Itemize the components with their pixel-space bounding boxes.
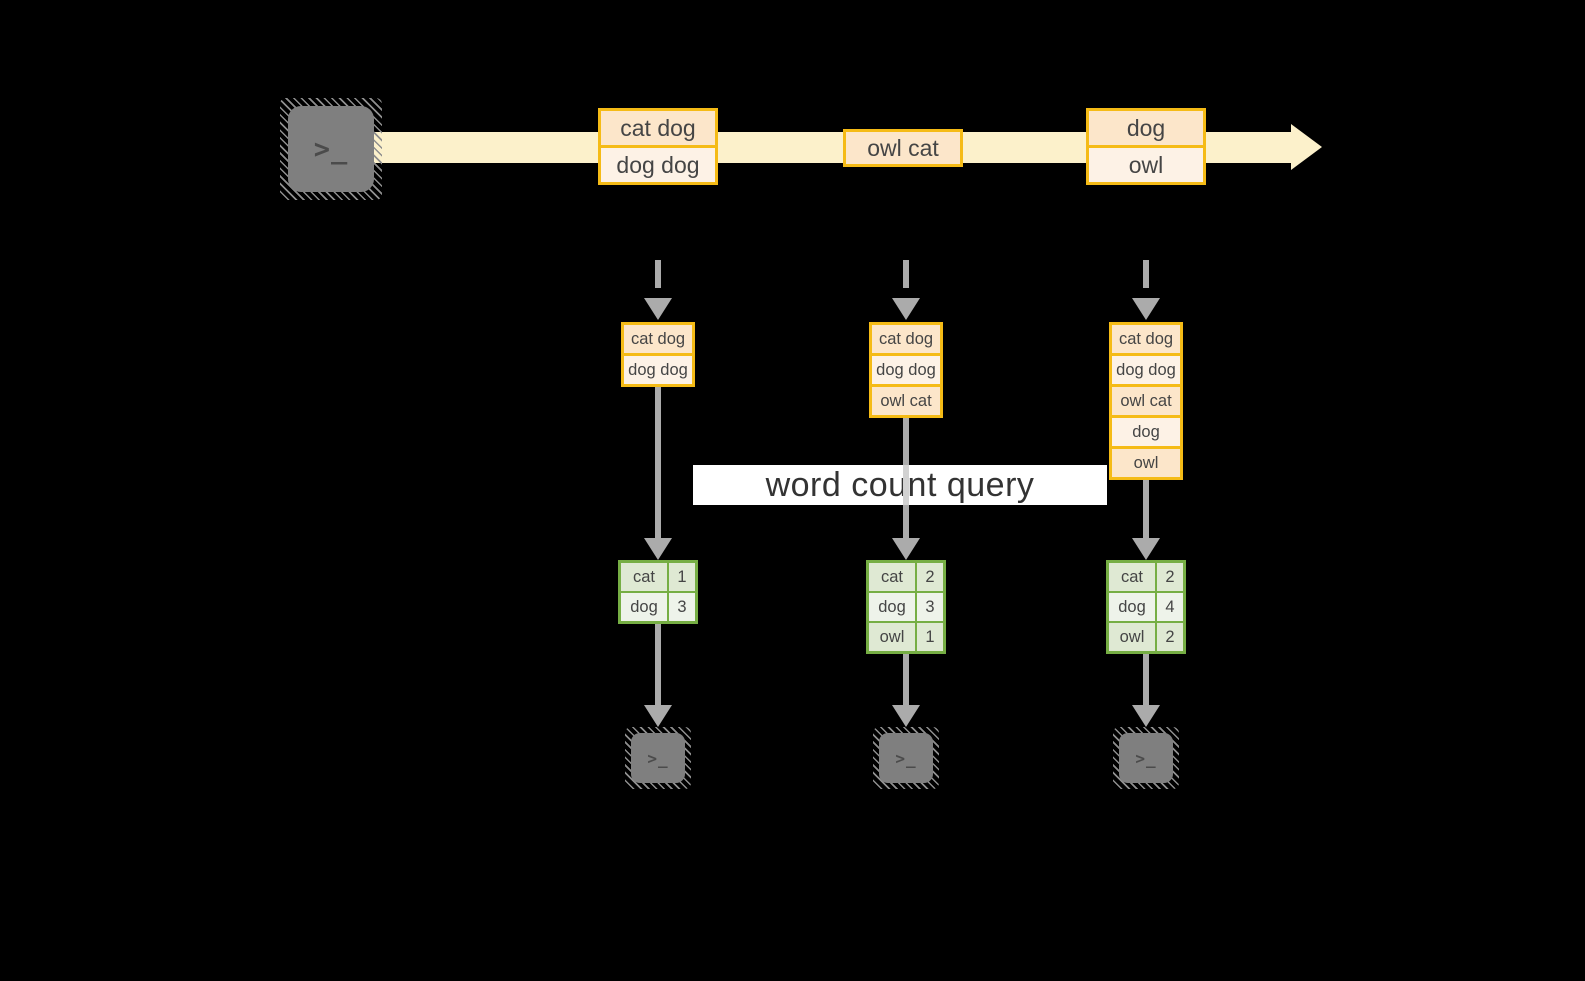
query-arrow-1 [644,387,672,560]
result-count: 1 [669,563,695,591]
arrowhead-icon [1132,538,1160,560]
result-count: 3 [669,593,695,621]
trigger-arrow-dashed-1 [644,260,672,320]
arrowhead-icon [1132,298,1160,320]
result-table-1: cat 1 dog 3 [618,560,698,624]
arrow-shaft [1143,480,1149,544]
result-word: cat [621,563,667,591]
query-arrow-3 [1132,480,1160,560]
result-word: cat [1109,563,1155,591]
stream-batch-3: dog owl [1086,108,1206,185]
result-table-3: cat 2 dog 4 owl 2 [1106,560,1186,654]
result-word: dog [869,593,915,621]
sink-arrow-3 [1132,654,1160,727]
terminal-screen: >_ [288,106,374,192]
terminal-screen: >_ [631,733,685,783]
terminal-prompt-icon: >_ [895,748,917,768]
arrowhead-icon [644,538,672,560]
sink-arrow-2 [892,654,920,727]
result-count: 2 [1157,623,1183,651]
result-count: 4 [1157,593,1183,621]
terminal-prompt-icon: >_ [1135,748,1157,768]
input-line: dog [1112,418,1180,446]
result-count: 2 [917,563,943,591]
input-table-1: cat dog dog dog [621,322,695,387]
arrowhead-icon [892,705,920,727]
terminal-screen: >_ [879,733,933,783]
result-count: 2 [1157,563,1183,591]
terminal-screen: >_ [1119,733,1173,783]
input-line: owl cat [872,387,940,415]
arrow-shaft [655,624,661,711]
input-line: owl [1112,449,1180,477]
result-count: 3 [917,593,943,621]
arrow-shaft [1143,654,1149,711]
sink-arrow-1 [644,624,672,727]
source-terminal-icon: >_ [280,98,382,200]
stream-batch-1: cat dog dog dog [598,108,718,185]
arrow-shaft [1143,260,1149,288]
query-label-band: word count query [693,465,1107,505]
stream-line: owl [1089,148,1203,182]
arrow-shaft [655,260,661,288]
result-word: owl [1109,623,1155,651]
arrow-shaft [903,260,909,288]
arrow-through-band [903,465,909,505]
sink-terminal-icon-1: >_ [625,727,691,789]
arrowhead-icon [644,705,672,727]
stream-line: cat dog [601,111,715,145]
result-table-2: cat 2 dog 3 owl 1 [866,560,946,654]
arrow-shaft [655,387,661,544]
trigger-arrow-dashed-3 [1132,260,1160,320]
result-count: 1 [917,623,943,651]
input-line: owl cat [1112,387,1180,415]
stream-line: dog [1089,111,1203,145]
input-line: cat dog [872,325,940,353]
result-word: dog [621,593,667,621]
arrowhead-icon [1132,705,1160,727]
terminal-prompt-icon: >_ [313,133,349,165]
result-word: cat [869,563,915,591]
stream-line: dog dog [601,148,715,182]
input-line: cat dog [1112,325,1180,353]
input-line: dog dog [624,356,692,384]
input-line: dog dog [1112,356,1180,384]
trigger-arrow-dashed-2 [892,260,920,320]
arrowhead-icon [892,298,920,320]
input-table-2: cat dog dog dog owl cat [869,322,943,418]
sink-terminal-icon-3: >_ [1113,727,1179,789]
sink-terminal-icon-2: >_ [873,727,939,789]
input-line: cat dog [624,325,692,353]
terminal-prompt-icon: >_ [647,748,669,768]
query-label: word count query [765,465,1035,504]
arrowhead-icon [892,538,920,560]
result-word: dog [1109,593,1155,621]
stream-line: owl cat [846,132,960,164]
result-word: owl [869,623,915,651]
arrow-shaft [903,654,909,711]
arrowhead-icon [644,298,672,320]
stream-arrowhead-icon [1291,124,1322,170]
input-line: dog dog [872,356,940,384]
input-table-3: cat dog dog dog owl cat dog owl [1109,322,1183,480]
stream-batch-2: owl cat [843,129,963,167]
